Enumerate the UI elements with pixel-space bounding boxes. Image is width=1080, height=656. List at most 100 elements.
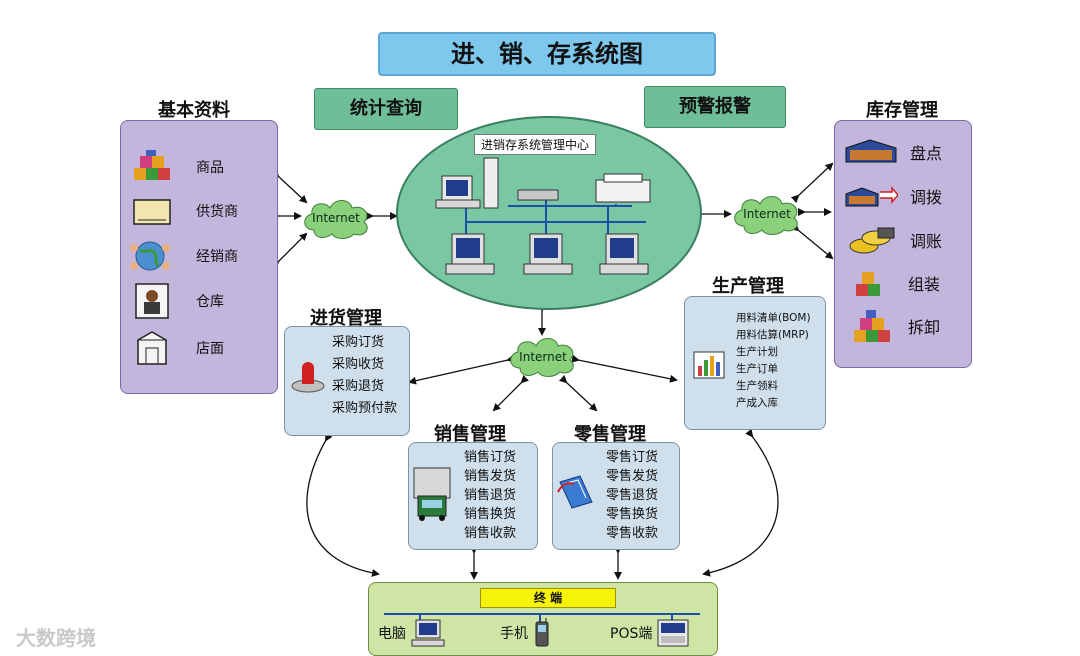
basic-item-label: 经销商 bbox=[196, 249, 238, 265]
purchase-item[interactable]: 采购预付款 bbox=[332, 401, 398, 416]
stamp-icon bbox=[291, 362, 325, 393]
workstation-icon bbox=[523, 233, 573, 275]
internet-cloud-right bbox=[734, 196, 798, 235]
arrow-midcloud-retail bbox=[558, 374, 598, 412]
switch-icon bbox=[517, 189, 559, 201]
production-item[interactable]: 用料清单(BOM) bbox=[736, 312, 811, 324]
purchase-item[interactable]: 采购订货 bbox=[332, 335, 385, 350]
production-item[interactable]: 生产领料 bbox=[736, 380, 778, 392]
server-icon bbox=[435, 157, 499, 209]
purchase-title: 进货管理 bbox=[310, 308, 382, 329]
retail-list: 零售订货 零售发货 零售退货 零售换货 零售收款 bbox=[606, 448, 658, 543]
terminal-device-computer[interactable]: 电脑 bbox=[378, 618, 446, 648]
arrow-purchase-terminal bbox=[306, 432, 380, 577]
inventory-item-label: 调账 bbox=[910, 232, 943, 251]
basic-item-label: 供货商 bbox=[196, 204, 238, 220]
purchase-item[interactable]: 采购退货 bbox=[332, 379, 385, 394]
stats-query-button[interactable]: 统计查询 bbox=[314, 88, 458, 130]
production-item[interactable]: 产成入库 bbox=[736, 397, 778, 409]
internet-label-middle: Internet bbox=[519, 350, 567, 364]
sales-item[interactable]: 销售换货 bbox=[464, 507, 517, 522]
basic-item-label: 店面 bbox=[196, 341, 224, 357]
production-title: 生产管理 bbox=[712, 276, 784, 297]
terminal-device-label: 电脑 bbox=[378, 626, 406, 642]
phone-icon bbox=[535, 618, 549, 647]
retail-item[interactable]: 零售退货 bbox=[606, 488, 659, 503]
network-diagram bbox=[435, 157, 651, 275]
arrow-inv-cloud-1 bbox=[790, 162, 834, 204]
arrow-production-terminal bbox=[702, 428, 779, 577]
sales-item[interactable]: 销售订货 bbox=[464, 450, 517, 465]
basic-item-store[interactable]: 店面 bbox=[134, 330, 224, 366]
retail-item[interactable]: 零售收款 bbox=[606, 526, 659, 541]
basic-item-warehouse[interactable]: 仓库 bbox=[134, 282, 224, 320]
purchase-list: 采购订货 采购收货 采购退货 采购预付款 bbox=[332, 332, 397, 420]
sales-title: 销售管理 bbox=[434, 424, 506, 445]
retail-item[interactable]: 零售订货 bbox=[606, 450, 659, 465]
folder-icon bbox=[557, 475, 593, 509]
sales-item[interactable]: 销售发货 bbox=[464, 469, 517, 484]
basic-item-goods[interactable]: 商品 bbox=[132, 150, 224, 184]
diagram-title: 进、销、存系统图 bbox=[378, 32, 716, 76]
bar-chart-icon bbox=[693, 351, 725, 379]
arrow-midcloud-sales bbox=[492, 374, 530, 412]
sales-list: 销售订货 销售发货 销售退货 销售换货 销售收款 bbox=[464, 448, 516, 543]
truck-icon bbox=[413, 467, 451, 521]
terminal-device-label: POS端 bbox=[610, 626, 653, 642]
inventory-item-label: 组装 bbox=[908, 275, 941, 294]
inventory-item-disassemble[interactable]: 拆卸 bbox=[852, 308, 940, 344]
terminal-device-pos[interactable]: POS端 bbox=[610, 618, 690, 648]
arrow-midcloud-production bbox=[571, 354, 678, 383]
printer-icon bbox=[595, 173, 651, 203]
internet-cloud-left bbox=[304, 200, 368, 239]
inventory-item-transfer[interactable]: 调拨 bbox=[844, 182, 942, 210]
inventory-item-label: 盘点 bbox=[910, 144, 943, 163]
warning-alert-button[interactable]: 预警报警 bbox=[644, 86, 786, 128]
arrow-basic-cloud-3 bbox=[270, 232, 308, 270]
sales-item[interactable]: 销售收款 bbox=[464, 526, 517, 541]
workstation-icon bbox=[599, 233, 649, 275]
disassemble-icon bbox=[854, 310, 890, 342]
inventory-item-adjust[interactable]: 调账 bbox=[846, 224, 942, 256]
sales-item[interactable]: 销售退货 bbox=[464, 488, 517, 503]
basic-item-label: 仓库 bbox=[196, 294, 224, 310]
production-list: 用料清单(BOM) 用料估算(MRP) 生产计划 生产订单 生产领料 产成入库 bbox=[736, 310, 811, 412]
production-item[interactable]: 生产订单 bbox=[736, 363, 778, 375]
watermark-text: 大数跨境 bbox=[16, 626, 96, 650]
retail-item[interactable]: 零售换货 bbox=[606, 507, 659, 522]
terminal-device-phone[interactable]: 手机 bbox=[500, 618, 550, 648]
assemble-icon bbox=[856, 272, 880, 296]
computer-icon bbox=[411, 619, 445, 647]
workstation-icon bbox=[445, 233, 495, 275]
purchase-item[interactable]: 采购收货 bbox=[332, 357, 385, 372]
production-item[interactable]: 生产计划 bbox=[736, 346, 778, 358]
terminal-title: 终 端 bbox=[480, 588, 616, 608]
boxes-icon bbox=[134, 150, 170, 180]
basic-item-dealer[interactable]: 经销商 bbox=[128, 238, 238, 274]
retail-item[interactable]: 零售发货 bbox=[606, 469, 659, 484]
inventory-item-label: 拆卸 bbox=[908, 318, 941, 337]
basic-data-title: 基本资料 bbox=[158, 100, 230, 121]
basic-item-supplier[interactable]: 供货商 bbox=[132, 196, 238, 226]
retail-title: 零售管理 bbox=[574, 424, 646, 445]
coins-icon bbox=[849, 227, 895, 254]
notebook-icon bbox=[133, 199, 171, 225]
pos-icon bbox=[657, 619, 689, 647]
shop-icon bbox=[137, 331, 167, 365]
warehouse-keeper-icon bbox=[135, 283, 169, 319]
internet-cloud-middle bbox=[510, 338, 574, 377]
inventory-item-assemble[interactable]: 组装 bbox=[854, 268, 940, 298]
inventory-item-stocktake[interactable]: 盘点 bbox=[844, 138, 942, 166]
terminal-device-label: 手机 bbox=[500, 626, 528, 642]
production-item[interactable]: 用料估算(MRP) bbox=[736, 329, 809, 341]
arrow-basic-cloud-1 bbox=[270, 168, 308, 204]
transfer-icon bbox=[845, 185, 898, 207]
globe-people-icon bbox=[130, 241, 170, 271]
arrow-midcloud-purchase bbox=[408, 354, 515, 385]
stock-icon bbox=[845, 139, 897, 163]
inventory-title: 库存管理 bbox=[866, 100, 938, 121]
arrow-inv-cloud-3 bbox=[790, 223, 834, 260]
inventory-item-label: 调拨 bbox=[910, 188, 943, 207]
internet-label-right: Internet bbox=[743, 207, 791, 221]
